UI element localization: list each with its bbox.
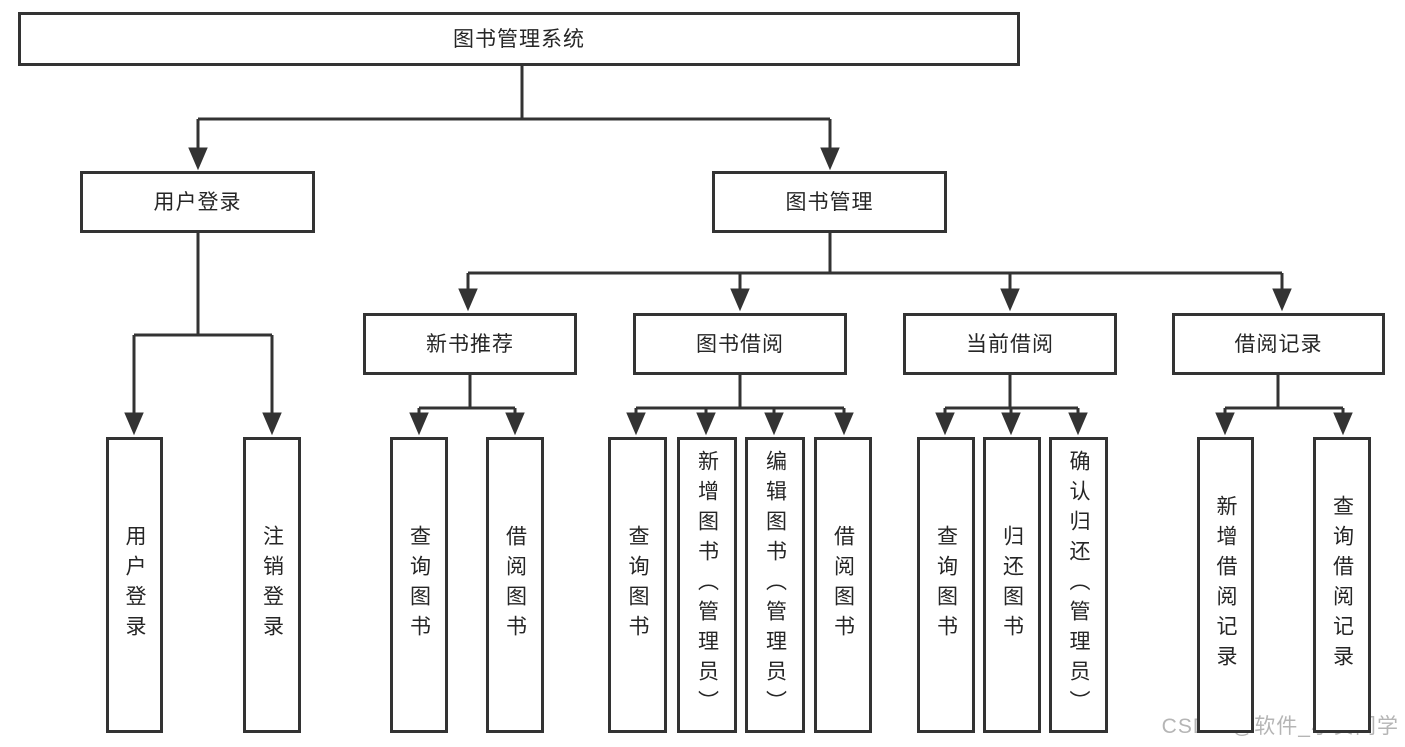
arrowhead-down-icon bbox=[935, 412, 955, 436]
leaf-user-login-box: 用户登录 bbox=[106, 437, 163, 733]
leaf-recommend-borrow-books-label: 借阅图书 bbox=[503, 525, 527, 645]
leaf-user-login-label: 用户登录 bbox=[123, 525, 146, 645]
leaf-recommend-query-books-label: 查询图书 bbox=[407, 525, 431, 645]
arrowhead-down-icon bbox=[730, 288, 750, 312]
book-management-box: 图书管理 bbox=[712, 171, 947, 233]
system-root-label: 图书管理系统 bbox=[453, 27, 585, 51]
arrowhead-down-icon bbox=[262, 412, 282, 436]
borrowing-records-label: 借阅记录 bbox=[1234, 332, 1323, 356]
leaf-logout-box: 注销登录 bbox=[243, 437, 301, 733]
leaf-borrow-query-books-box: 查询图书 bbox=[608, 437, 667, 733]
current-borrowing-box: 当前借阅 bbox=[903, 313, 1117, 375]
arrowhead-down-icon bbox=[1000, 288, 1020, 312]
leaf-borrow-add-books-admin-label: 新增图书（管理员） bbox=[695, 450, 719, 720]
arrowhead-down-icon bbox=[1001, 412, 1021, 436]
book-management-branch-connector bbox=[458, 233, 1292, 312]
new-book-recommend-label: 新书推荐 bbox=[426, 332, 514, 356]
borrowing-records-box: 借阅记录 bbox=[1172, 313, 1385, 375]
leaf-borrow-query-books-label: 查询图书 bbox=[626, 525, 649, 645]
arrowhead-down-icon bbox=[1333, 412, 1353, 436]
arrowhead-down-icon bbox=[1068, 412, 1088, 436]
leaf-recommend-query-books-box: 查询图书 bbox=[390, 437, 448, 733]
arrowhead-down-icon bbox=[188, 147, 208, 171]
leaf-current-return-books-label: 归还图书 bbox=[1000, 525, 1024, 645]
arrowhead-down-icon bbox=[458, 288, 478, 312]
book-borrowing-label: 图书借阅 bbox=[696, 332, 784, 356]
arrowhead-down-icon bbox=[820, 147, 840, 171]
arrowhead-down-icon bbox=[834, 412, 854, 436]
leaf-borrow-edit-books-admin-label: 编辑图书（管理员） bbox=[763, 450, 787, 720]
current-borrowing-label: 当前借阅 bbox=[966, 332, 1054, 356]
leaf-current-query-books-label: 查询图书 bbox=[934, 525, 958, 645]
arrowhead-down-icon bbox=[505, 412, 525, 436]
leaf-recommend-borrow-books-box: 借阅图书 bbox=[486, 437, 544, 733]
borrowing-records-branch-connector bbox=[1215, 375, 1353, 436]
arrowhead-down-icon bbox=[124, 412, 144, 436]
leaf-borrow-add-books-admin-box: 新增图书（管理员） bbox=[677, 437, 737, 733]
new-book-recommend-branch-connector bbox=[409, 375, 525, 436]
current-borrowing-branch-connector bbox=[935, 375, 1088, 436]
user-login-branch-connector bbox=[124, 233, 282, 436]
book-management-label: 图书管理 bbox=[785, 190, 874, 214]
leaf-borrow-borrow-books-label: 借阅图书 bbox=[831, 525, 855, 645]
arrowhead-down-icon bbox=[764, 412, 784, 436]
system-root-box: 图书管理系统 bbox=[18, 12, 1020, 66]
arrowhead-down-icon bbox=[1215, 412, 1235, 436]
book-borrowing-branch-connector bbox=[626, 375, 854, 436]
leaf-borrow-edit-books-admin-box: 编辑图书（管理员） bbox=[745, 437, 805, 733]
leaf-confirm-return-admin-label: 确认归还（管理员） bbox=[1067, 450, 1090, 720]
system-branch-connector bbox=[188, 66, 840, 171]
user-login-box: 用户登录 bbox=[80, 171, 315, 233]
book-borrowing-box: 图书借阅 bbox=[633, 313, 847, 375]
leaf-add-borrow-record-box: 新增借阅记录 bbox=[1197, 437, 1254, 733]
leaf-query-borrow-record-label: 查询借阅记录 bbox=[1330, 495, 1354, 675]
leaf-query-borrow-record-box: 查询借阅记录 bbox=[1313, 437, 1371, 733]
leaf-confirm-return-admin-box: 确认归还（管理员） bbox=[1049, 437, 1108, 733]
new-book-recommend-box: 新书推荐 bbox=[363, 313, 577, 375]
arrowhead-down-icon bbox=[1272, 288, 1292, 312]
arrowhead-down-icon bbox=[409, 412, 429, 436]
leaf-add-borrow-record-label: 新增借阅记录 bbox=[1214, 495, 1237, 675]
leaf-current-query-books-box: 查询图书 bbox=[917, 437, 975, 733]
arrowhead-down-icon bbox=[626, 412, 646, 436]
arrowhead-down-icon bbox=[696, 412, 716, 436]
leaf-logout-label: 注销登录 bbox=[260, 525, 284, 645]
user-login-label: 用户登录 bbox=[153, 190, 242, 214]
leaf-current-return-books-box: 归还图书 bbox=[983, 437, 1041, 733]
leaf-borrow-borrow-books-box: 借阅图书 bbox=[814, 437, 872, 733]
